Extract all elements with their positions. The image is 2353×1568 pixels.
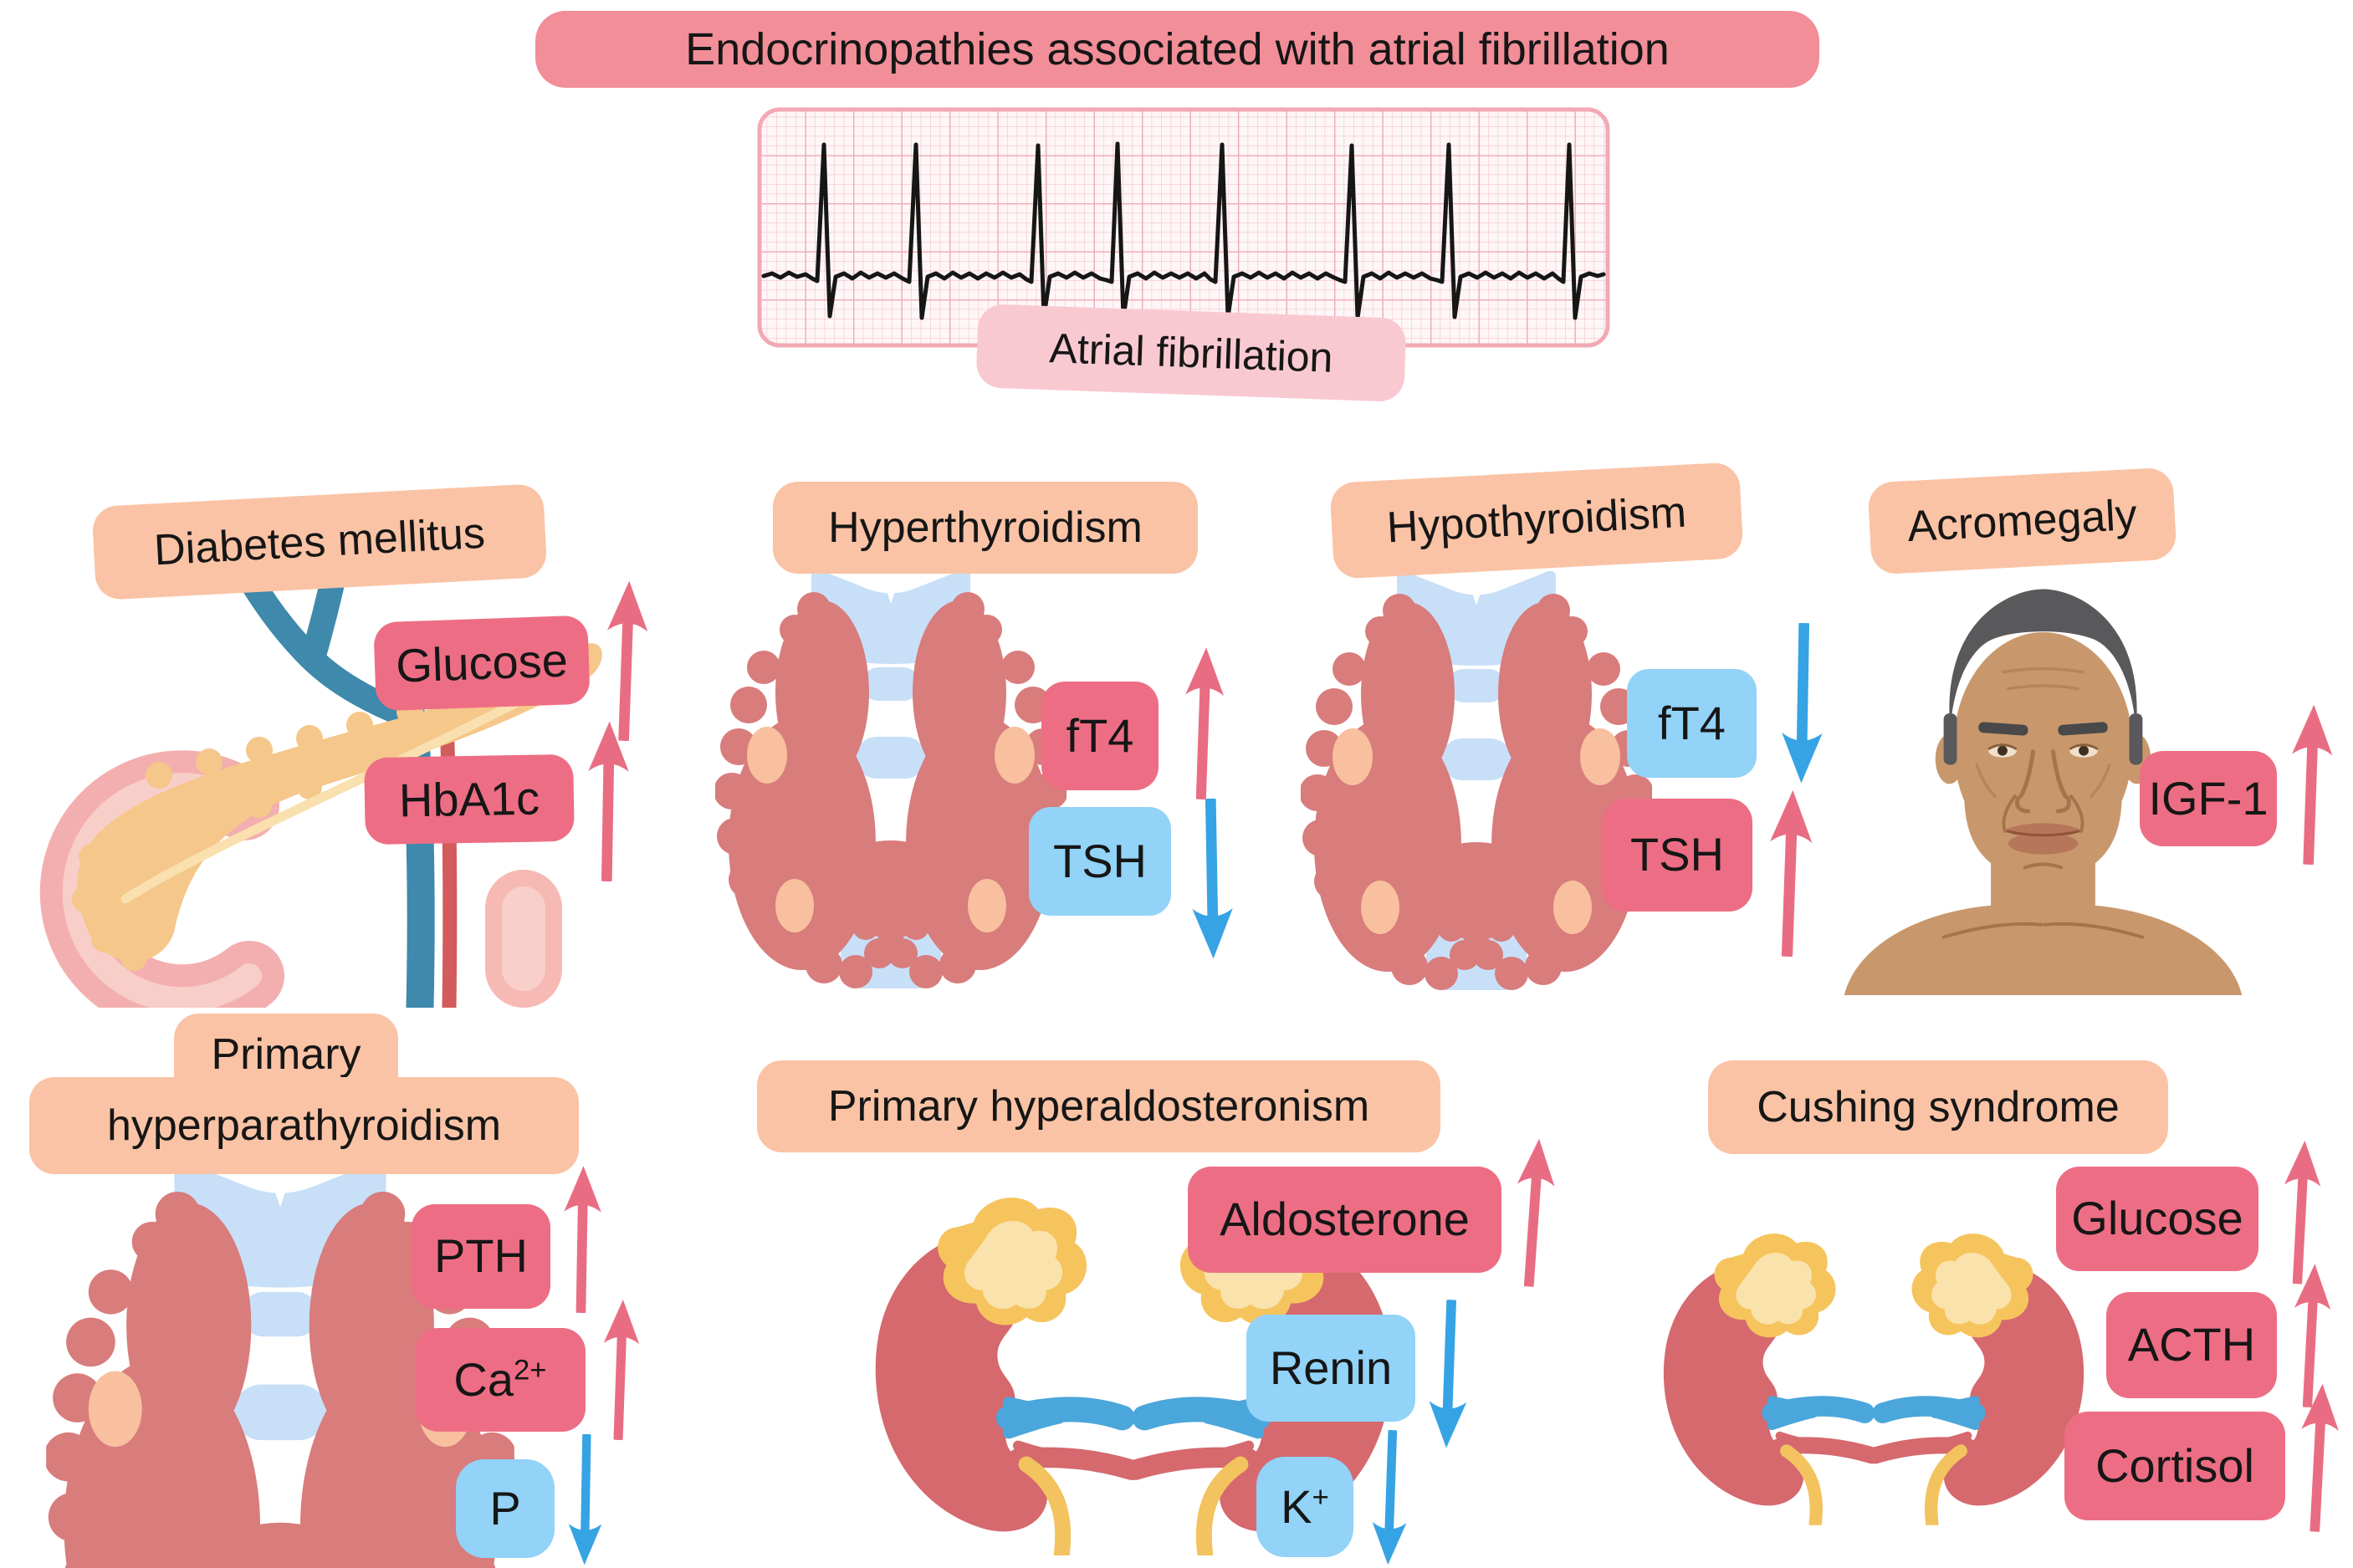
arrow-up-icon <box>588 1295 653 1441</box>
marker-renin: Renin <box>1246 1315 1415 1422</box>
arrow-down-icon <box>1361 1429 1419 1568</box>
marker-glucose: Glucose <box>373 615 591 712</box>
marker-renin-label: Renin <box>1269 1341 1393 1394</box>
cushing-title-text: Cushing syndrome <box>1757 1082 2120 1131</box>
marker-potassium-label: K+ <box>1281 1479 1329 1534</box>
marker-acth: ACTH <box>2106 1292 2277 1398</box>
marker-tsh-hyper: TSH <box>1029 807 1171 916</box>
hyperparathyroidism-title-line2: hyperparathyroidism <box>29 1077 579 1174</box>
arrow-up-icon <box>1501 1126 1567 1296</box>
calcium-base: Ca <box>453 1352 514 1406</box>
marker-calcium: Ca2+ <box>415 1328 586 1432</box>
calcium-sup: 2+ <box>514 1353 547 1386</box>
hba1c-increase-arrow <box>574 717 642 881</box>
cortisol-increase-arrow <box>2288 1375 2350 1536</box>
hyperparathyroidism-title-text2: hyperparathyroidism <box>106 1101 502 1150</box>
ft4-increase-arrow <box>1166 643 1241 801</box>
hyperthyroidism-title-text: Hyperthyroidism <box>828 503 1143 552</box>
marker-igf1: IGF-1 <box>2140 751 2277 846</box>
arrow-up-icon <box>2288 1375 2350 1536</box>
marker-hba1c: HbA1c <box>364 753 575 845</box>
arrow-up-icon <box>2277 700 2346 866</box>
arrow-down-icon <box>554 1433 618 1568</box>
cushing-title: Cushing syndrome <box>1708 1060 2168 1154</box>
marker-ft4-hyper: fT4 <box>1041 682 1159 790</box>
arrow-up-icon <box>550 1162 613 1313</box>
hypothyroidism-title: Hypothyroidism <box>1329 462 1744 580</box>
panel-hyperparathyroidism: Primary hyperparathyroidism PTH Ca2+ P <box>25 1004 678 1568</box>
marker-cortisol: Cortisol <box>2064 1412 2285 1520</box>
marker-potassium: K+ <box>1256 1457 1353 1557</box>
potassium-sup: + <box>1312 1480 1329 1513</box>
potassium-decrease-arrow <box>1361 1429 1419 1568</box>
main-title: Endocrinopathies associated with atrial … <box>535 11 1819 88</box>
marker-igf1-label: IGF-1 <box>2148 771 2269 825</box>
ecg-strip <box>757 107 1610 348</box>
marker-ft4-label: fT4 <box>1658 696 1726 749</box>
arrow-up-icon <box>574 717 642 881</box>
acromegaly-title: Acromegaly <box>1867 467 2177 575</box>
marker-phosphate: P <box>456 1459 555 1558</box>
renin-decrease-arrow <box>1419 1287 1478 1464</box>
ecg-caption: Atrial fibrillation <box>975 304 1407 402</box>
marker-glucose-label: Glucose <box>2071 1192 2243 1245</box>
marker-hba1c-label: HbA1c <box>398 771 540 827</box>
thyroid-illustration <box>1301 569 1652 991</box>
arrow-down-icon <box>1175 798 1248 963</box>
marker-cortisol-label: Cortisol <box>2095 1438 2254 1492</box>
hyperparathyroidism-title-text1: Primary <box>211 1029 361 1079</box>
marker-ft4-label: fT4 <box>1066 708 1134 762</box>
marker-aldosterone-label: Aldosterone <box>1220 1193 1470 1246</box>
acromegaly-title-text: Acromegaly <box>1905 490 2139 552</box>
marker-glucose-cushing: Glucose <box>2056 1167 2258 1271</box>
main-title-text: Endocrinopathies associated with atrial … <box>685 23 1670 74</box>
marker-pth: PTH <box>412 1204 550 1309</box>
igf1-increase-arrow <box>2277 700 2346 866</box>
marker-glucose-label: Glucose <box>395 633 569 692</box>
marker-ft4-hypo: fT4 <box>1627 669 1757 778</box>
hyperthyroidism-title: Hyperthyroidism <box>773 482 1198 574</box>
panel-hyperaldosteronism: Primary hyperaldosteronism Aldosterone R… <box>736 1037 1581 1568</box>
pth-increase-arrow <box>550 1162 613 1313</box>
ecg-caption-text: Atrial fibrillation <box>1048 324 1334 381</box>
marker-phosphate-label: P <box>489 1481 521 1535</box>
panel-hypothyroidism: Hypothyroidism fT4 TSH <box>1280 460 1849 1004</box>
tsh-decrease-arrow <box>1175 798 1248 963</box>
marker-acth-label: ACTH <box>2127 1318 2256 1371</box>
arrow-down-icon <box>1419 1287 1478 1464</box>
ecg-graphic <box>757 107 1610 348</box>
hyperaldosteronism-title: Primary hyperaldosteronism <box>757 1060 1440 1152</box>
ecg-trace <box>761 141 1606 320</box>
marker-calcium-label: Ca2+ <box>453 1352 547 1407</box>
kidneys-illustration <box>1631 1187 2116 1560</box>
marker-tsh-label: TSH <box>1630 828 1724 881</box>
potassium-base: K <box>1281 1479 1312 1533</box>
panel-diabetes: Diabetes mellitus Glucose HbA1c <box>25 468 686 1020</box>
calcium-increase-arrow <box>588 1295 653 1441</box>
hypothyroidism-title-text: Hypothyroidism <box>1385 488 1688 553</box>
marker-tsh-hypo: TSH <box>1602 799 1752 912</box>
phosphate-decrease-arrow <box>554 1433 618 1568</box>
thyroid-illustration <box>715 567 1067 989</box>
marker-pth-label: PTH <box>434 1229 528 1283</box>
marker-aldosterone: Aldosterone <box>1188 1167 1501 1273</box>
panel-cushing: Cushing syndrome Glucose ACTH Cortisol <box>1623 1037 2353 1568</box>
aldosterone-increase-arrow <box>1501 1126 1567 1296</box>
panel-acromegaly: Acromegaly IGF-1 <box>1807 460 2353 1004</box>
marker-tsh-label: TSH <box>1053 834 1147 887</box>
diabetes-title-text: Diabetes mellitus <box>152 508 487 575</box>
panel-hyperthyroidism: Hyperthyroidism fT4 TSH <box>694 468 1263 1004</box>
arrow-up-icon <box>1166 643 1241 801</box>
hyperaldosteronism-title-text: Primary hyperaldosteronism <box>827 1081 1370 1131</box>
